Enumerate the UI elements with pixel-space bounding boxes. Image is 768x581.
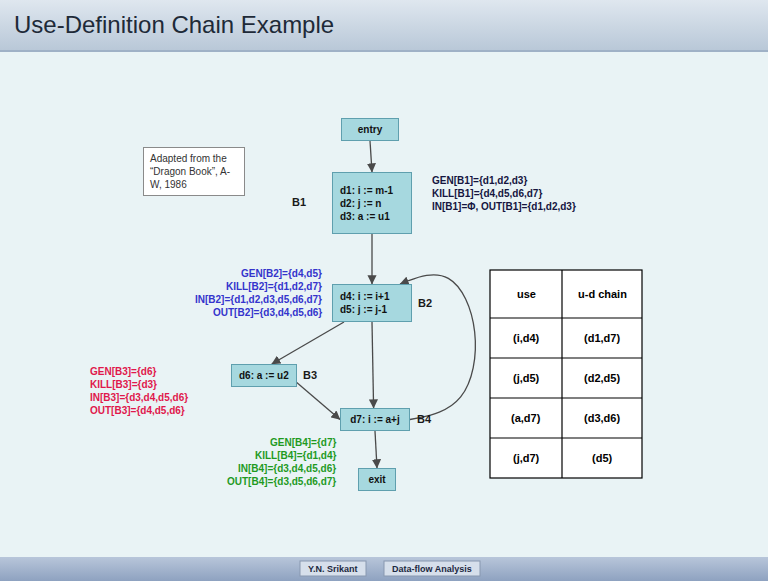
dataflow-set: IN[B4]={d3,d4,d5,d6}	[238, 463, 336, 475]
footer-cell	[300, 561, 366, 576]
footer-text: Y.N. Srikant	[308, 563, 358, 575]
node-text: d6: a := u2	[239, 369, 289, 382]
flow-arrow	[372, 322, 374, 408]
dataflow-set: KILL[B3]={d3}	[90, 379, 157, 391]
footer-bar	[0, 557, 768, 581]
note-box: Adapted from the “Dragon Book”, A-W, 198…	[143, 147, 245, 196]
table-cell: (j,d7)	[513, 452, 539, 464]
node-text: d2: j := n	[340, 197, 404, 210]
basic-block: d1: i := m-1d2: j := nd3: a := u1	[332, 172, 412, 234]
slide-title: Use-Definition Chain Example	[14, 11, 334, 39]
footer-cell	[384, 561, 480, 576]
node-text: entry	[349, 123, 391, 136]
table-cell: (d3,d6)	[584, 412, 620, 424]
flow-arrow	[272, 322, 344, 364]
table-cell: (a,d7)	[511, 412, 540, 424]
dataflow-set: IN[B3]={d3,d4,d5,d6}	[90, 392, 188, 404]
block-name: B4	[417, 413, 431, 425]
node-text: d4: i := i+1	[340, 290, 404, 303]
node-text: exit	[366, 473, 388, 486]
block-name: B1	[292, 196, 306, 208]
dataflow-set: KILL[B2]={d1,d2,d7}	[226, 281, 322, 293]
footer-text: Data-flow Analysis	[392, 563, 472, 575]
flow-arrow	[370, 141, 372, 172]
table-cell: (d1,d7)	[584, 332, 620, 344]
basic-block: d7: i := a+j	[340, 408, 410, 431]
node-text: d3: a := u1	[340, 210, 404, 223]
dataflow-set: GEN[B1]={d1,d2,d3}	[432, 175, 527, 187]
table-cell: (i,d4)	[513, 332, 539, 344]
dataflow-set: IN[B2]={d1,d2,d3,d5,d6,d7}	[195, 294, 322, 306]
dataflow-set: OUT[B3]={d4,d5,d6}	[90, 405, 185, 417]
title-bar	[0, 0, 768, 50]
dataflow-set: GEN[B4]={d7}	[270, 437, 336, 449]
dataflow-set: GEN[B3]={d6}	[90, 366, 156, 378]
ud-table	[490, 270, 642, 478]
block-name: B3	[303, 369, 317, 381]
dataflow-set: IN[B1]=Φ, OUT[B1]={d1,d2,d3}	[432, 201, 576, 213]
dataflow-set: OUT[B4]={d3,d5,d6,d7}	[227, 476, 336, 488]
table-header: use	[517, 288, 536, 300]
node-text: d1: i := m-1	[340, 184, 404, 197]
table-cell: (d5)	[592, 452, 612, 464]
block-name: B2	[418, 297, 432, 309]
flow-arrow	[297, 382, 340, 419]
flow-arrow	[375, 431, 377, 468]
dataflow-set: KILL[B4]={d1,d4}	[255, 450, 336, 462]
table-cell: (d2,d5)	[584, 372, 620, 384]
flow-arrow	[371, 234, 372, 284]
basic-block: d4: i := i+1d5: j := j-1	[332, 284, 412, 322]
node-text: d7: i := a+j	[348, 413, 402, 426]
title-rule	[0, 50, 768, 52]
table-header: u-d chain	[578, 288, 627, 300]
node-text: d5: j := j-1	[340, 303, 404, 316]
dataflow-set: KILL[B1]={d4,d5,d6,d7}	[432, 188, 542, 200]
dataflow-set: GEN[B2]={d4,d5}	[241, 268, 322, 280]
node-text: Adapted from the “Dragon Book”, A-W, 198…	[150, 152, 238, 191]
dataflow-set: OUT[B2]={d3,d4,d5,d6}	[213, 307, 322, 319]
table-cell: (j,d5)	[513, 372, 539, 384]
basic-block: d6: a := u2	[231, 364, 297, 387]
entry-box: entry	[341, 118, 399, 141]
exit-box: exit	[358, 468, 396, 491]
